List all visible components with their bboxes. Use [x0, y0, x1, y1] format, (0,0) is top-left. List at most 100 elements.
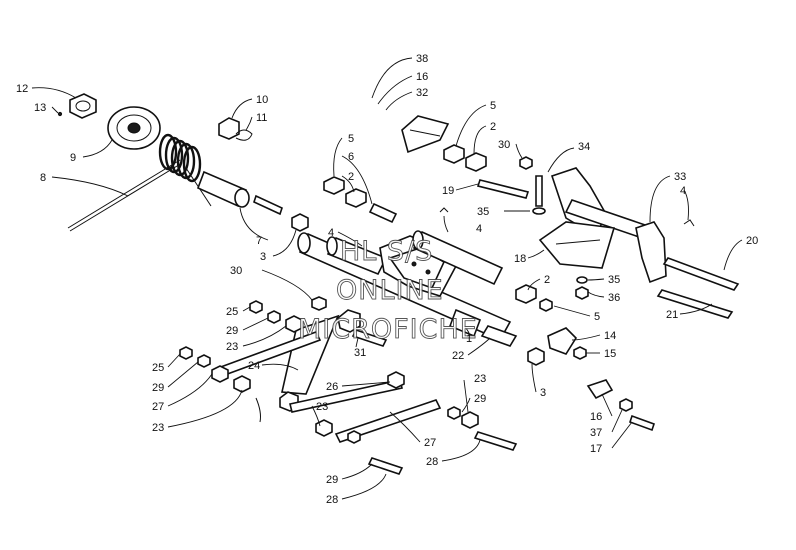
callout-35-upper: 35 [477, 206, 489, 218]
callout-5-lower: 5 [594, 311, 600, 323]
bracket-14[interactable] [547, 327, 578, 355]
bushing-23-lowleft[interactable] [461, 411, 479, 429]
bushing-27[interactable] [211, 365, 229, 383]
callout-4-right: 4 [680, 185, 686, 197]
shock-eye-top[interactable] [337, 309, 361, 333]
callout-21: 21 [666, 309, 678, 321]
callout-17: 17 [590, 443, 602, 455]
callout-25-lower: 25 [152, 362, 164, 374]
bolt-28-lower[interactable] [367, 457, 404, 475]
snap-ring-11[interactable] [235, 129, 253, 141]
callout-19: 19 [442, 185, 454, 197]
callout-9: 9 [70, 152, 76, 164]
clip-4[interactable] [439, 207, 449, 213]
callout-29-lower: 29 [152, 382, 164, 394]
bushing-3-right[interactable] [527, 347, 545, 366]
nut-25-lower[interactable] [179, 346, 193, 360]
torsion-spring [67, 133, 309, 232]
bolt-28-right[interactable] [473, 431, 518, 451]
callout-24: 24 [248, 360, 260, 372]
rear-arm-group [401, 115, 740, 319]
nut-30-lower[interactable] [311, 296, 327, 311]
callout-4-left: 4 [328, 227, 334, 239]
bushing-2-lower[interactable] [515, 284, 537, 304]
screw-13[interactable] [57, 111, 63, 117]
callout-2-lower: 2 [544, 274, 550, 286]
bushing-5-right[interactable] [443, 144, 465, 164]
bushing-5-left[interactable] [323, 176, 345, 195]
washer-29-mid[interactable] [447, 406, 461, 420]
pin[interactable] [253, 194, 283, 216]
callout-labels: 12 13 10 11 9 8 7 3 38 16 32 5 2 30 34 1… [16, 53, 758, 506]
rod-26[interactable] [289, 379, 403, 413]
callout-38: 38 [416, 53, 428, 65]
callout-11: 11 [256, 112, 267, 124]
callout-35-lower: 35 [608, 274, 620, 286]
idler-hub [127, 122, 141, 134]
pin-bolt[interactable] [535, 175, 543, 207]
shaft-end-22[interactable] [480, 325, 518, 347]
callout-26: 26 [326, 381, 338, 393]
washer-29-upper[interactable] [267, 310, 281, 324]
callout-33: 33 [674, 171, 686, 183]
callout-23-mid: 23 [316, 401, 328, 413]
pin-6[interactable] [368, 202, 398, 224]
callout-12: 12 [16, 83, 28, 95]
washer-37[interactable] [619, 398, 633, 412]
bushing-23-mid[interactable] [387, 371, 405, 389]
bolt-19[interactable] [476, 179, 530, 199]
callout-32: 32 [416, 87, 428, 99]
bolt-31[interactable] [351, 329, 388, 347]
bolt-20[interactable] [662, 257, 740, 291]
callout-5-upper-right: 5 [490, 100, 496, 112]
callout-3-upper: 3 [260, 251, 266, 263]
lower-link-arm-27[interactable] [334, 399, 442, 443]
callout-23-right: 23 [474, 373, 486, 385]
nut-25-upper[interactable] [249, 300, 263, 314]
slide-block-18[interactable] [538, 221, 616, 269]
nut-5[interactable] [539, 298, 553, 312]
callout-28-right: 28 [426, 456, 438, 468]
callout-2-upper-left: 2 [348, 171, 354, 183]
bushing-3[interactable] [291, 213, 309, 232]
callout-36: 36 [608, 292, 620, 304]
callout-6: 6 [348, 151, 354, 163]
washer-29-lower[interactable] [197, 354, 211, 368]
wheel-bushing[interactable] [69, 93, 97, 119]
watermark-line-1: HL S/S [340, 236, 433, 267]
callout-30-upper: 30 [498, 139, 510, 151]
bolt-21[interactable] [656, 289, 734, 319]
nut-15[interactable] [573, 346, 587, 360]
bushing-1[interactable] [448, 308, 482, 338]
nut-36[interactable] [575, 286, 589, 300]
link-plate-33[interactable] [635, 221, 667, 284]
callout-1: 1 [466, 333, 472, 345]
watermark-line-3: MICROFICHE [298, 314, 478, 345]
nut-30[interactable] [519, 156, 533, 170]
idler-wheel-group [57, 93, 253, 150]
callout-3-lower: 3 [540, 387, 546, 399]
shock-24-body[interactable] [281, 314, 340, 395]
bushing-2-left[interactable] [345, 188, 367, 208]
callout-20: 20 [746, 235, 758, 247]
bushing-23-left[interactable] [233, 375, 251, 393]
callout-13: 13 [34, 102, 46, 114]
lower-linkage [179, 296, 518, 475]
callout-4-center: 4 [476, 223, 482, 235]
plate-16[interactable] [586, 379, 614, 400]
bushing-23-upper[interactable] [285, 315, 303, 333]
bolt-17[interactable] [628, 414, 656, 432]
washer-35[interactable] [532, 207, 546, 215]
bushing-10[interactable] [218, 117, 240, 140]
bushing-2-right[interactable] [465, 152, 487, 172]
clip[interactable] [255, 397, 261, 423]
callout-23-left: 23 [152, 422, 164, 434]
block-38[interactable] [401, 115, 450, 154]
washer-29-lowest[interactable] [347, 430, 361, 444]
bushing-23-low[interactable] [315, 419, 333, 437]
callout-29-bottom: 29 [326, 474, 338, 486]
washer-35-lower[interactable] [576, 276, 588, 284]
callout-14: 14 [604, 330, 616, 342]
clip-4-right[interactable] [683, 219, 695, 227]
